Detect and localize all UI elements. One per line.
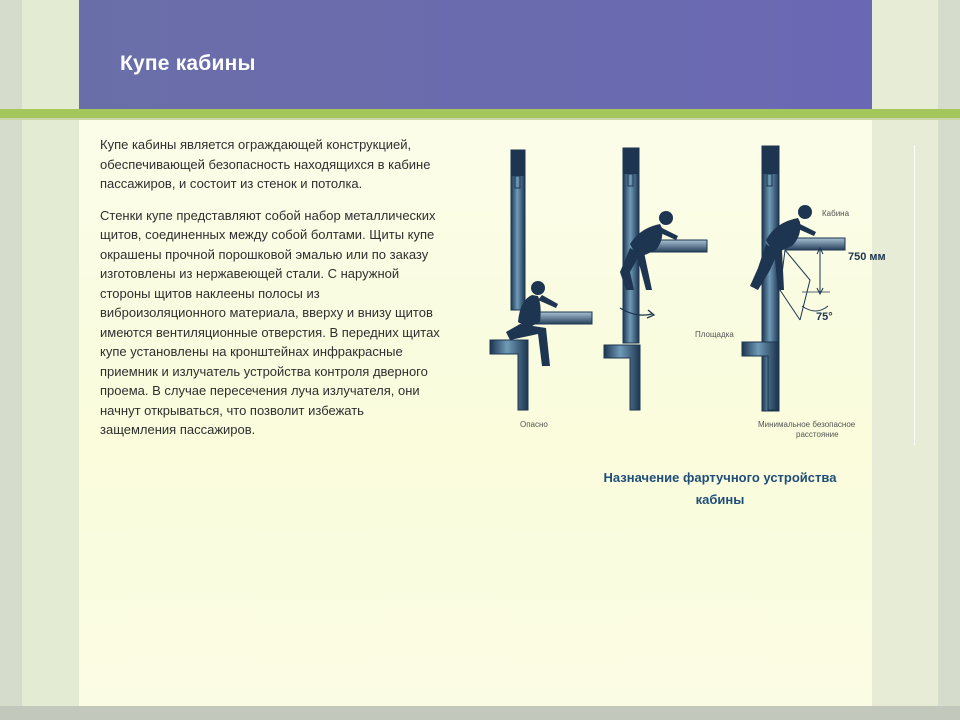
scene-danger: Опасно bbox=[489, 149, 593, 429]
apron-device-illustration: Опасно Площадка bbox=[489, 145, 886, 439]
label-platform: Площадка bbox=[695, 330, 734, 339]
label-angle: 75° bbox=[816, 311, 833, 323]
label-height: 750 мм bbox=[848, 251, 886, 263]
background-stripe-right-outer bbox=[938, 0, 960, 720]
background-stripe-left-outer bbox=[0, 0, 22, 720]
paragraph-1: Купе кабины является ограждающей констру… bbox=[100, 137, 431, 191]
background-stripe-right-inner bbox=[872, 0, 938, 720]
background-stripe-left-inner bbox=[22, 0, 79, 720]
apron-device-figure: Опасно Площадка bbox=[480, 140, 900, 450]
header-bar bbox=[79, 0, 872, 109]
paragraph-2: Стенки купе представляют собой набор мет… bbox=[100, 207, 440, 438]
label-cabin: Кабина bbox=[822, 209, 850, 218]
bottom-bar bbox=[0, 706, 960, 720]
label-min-distance-2: расстояние bbox=[796, 430, 839, 439]
header-accent-line bbox=[0, 109, 960, 118]
body-text: Купе кабины является ограждающей констру… bbox=[100, 135, 440, 452]
right-divider bbox=[914, 145, 915, 445]
label-danger: Опасно bbox=[520, 420, 548, 429]
slide-title: Купе кабины bbox=[120, 52, 256, 75]
scene-safe-distance: Кабина 750 мм 75° Минимальное безопасное… bbox=[741, 145, 886, 439]
content-panel bbox=[79, 120, 872, 708]
header-accent-underline bbox=[0, 118, 960, 120]
scene-platform: Площадка bbox=[603, 147, 734, 411]
figure-caption: Назначение фартучного устройства кабины bbox=[603, 470, 837, 507]
label-min-distance-1: Минимальное безопасное bbox=[758, 420, 856, 429]
